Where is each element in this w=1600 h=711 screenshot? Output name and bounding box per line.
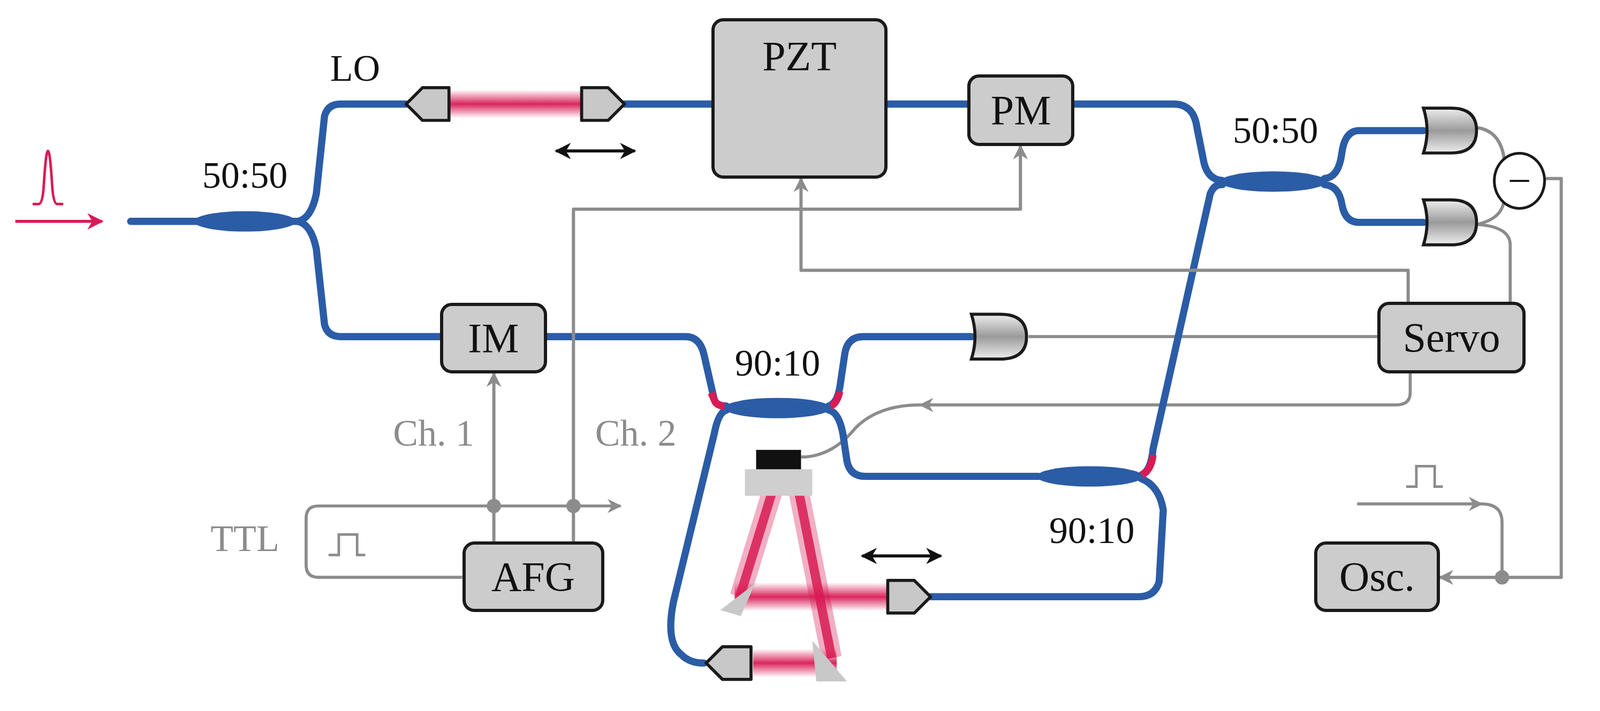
- optical-fibre: [828, 336, 972, 407]
- collimator: [581, 87, 625, 121]
- modulator-box: IM: [440, 302, 548, 374]
- ttl-pulse-symbol: [1406, 466, 1444, 487]
- optical-fibre: [1324, 130, 1424, 179]
- photodetector: [971, 314, 1027, 360]
- box-label: Osc.: [1339, 556, 1415, 598]
- channel-label: Ch. 2: [592, 413, 680, 454]
- translation-arrow: [862, 554, 942, 558]
- signal-wire: [1481, 504, 1503, 578]
- modulator-box: PM: [967, 74, 1075, 146]
- signal-wire: [1476, 224, 1511, 302]
- part-label: 50:50: [199, 155, 291, 196]
- signal-connector: [1439, 178, 1562, 578]
- signal-wire: [1356, 502, 1482, 506]
- box-label: IM: [467, 317, 519, 360]
- mirror: [756, 450, 802, 470]
- laser-beam: [798, 487, 832, 658]
- optical-fibre: [1324, 184, 1424, 223]
- optical-fibre: [298, 103, 407, 222]
- collimator: [406, 87, 450, 121]
- optical-fibre: [130, 103, 1424, 664]
- fibre-coupler: [1036, 466, 1143, 487]
- input-pulse: [15, 150, 103, 222]
- part-label: 90:10: [731, 343, 824, 384]
- oscilloscope-box: Osc.: [1314, 541, 1440, 613]
- signal-connector: [573, 146, 1021, 543]
- translation-arrow: [556, 150, 942, 557]
- signal-wire: [1476, 200, 1504, 225]
- laser-beam: [739, 487, 774, 597]
- signal-wire: [306, 127, 1511, 578]
- coupler-tint: [711, 392, 725, 407]
- ttl-pulse-symbol: [328, 534, 366, 556]
- collimator: [706, 647, 752, 680]
- fibre-coupler: [1220, 171, 1327, 192]
- optical-fibre: [930, 478, 1164, 597]
- part-label: 50:50: [1229, 110, 1322, 151]
- signal-connector: [800, 178, 1408, 303]
- channel-label: Ch. 1: [389, 413, 478, 454]
- subtractor-circle: −: [1492, 152, 1546, 210]
- mirror: [812, 640, 847, 682]
- input-pulse: [32, 150, 64, 204]
- translation-arrow: [556, 149, 635, 153]
- part-label: TTL: [207, 519, 283, 559]
- collimator: [887, 580, 931, 614]
- servo-box: Servo: [1377, 301, 1526, 374]
- input-pulse: [15, 220, 103, 224]
- signal-wire: [1028, 335, 1378, 339]
- signal-wire: [1476, 127, 1504, 158]
- signal-connector: [492, 373, 496, 543]
- pzt-box: PZT: [711, 18, 889, 179]
- box-label: AFG: [491, 556, 575, 598]
- optical-fibre: [828, 410, 1040, 477]
- laser-beam: [739, 487, 774, 597]
- optical-fibre: [1140, 184, 1223, 476]
- laser-beam: [798, 487, 832, 658]
- coupler-tint: [830, 391, 840, 407]
- optical-fibre: [1074, 103, 1223, 181]
- part-label: LO: [327, 48, 384, 89]
- laser-beam: [449, 89, 585, 119]
- mirror: [745, 469, 813, 497]
- generator-box: AFG: [462, 541, 605, 613]
- box-label: Servo: [1403, 316, 1501, 359]
- fibre-coupler: [193, 171, 1327, 487]
- part-label: 90:10: [1045, 511, 1138, 551]
- photodetector: [1423, 200, 1477, 246]
- photodetector: [1423, 108, 1477, 154]
- signal-wire: [1476, 127, 1504, 158]
- box-label: PZT: [762, 35, 837, 78]
- box-label: −: [1507, 160, 1531, 202]
- optical-fibre: [298, 221, 441, 337]
- fibre-coupler: [724, 398, 831, 419]
- coupler-tint: [711, 391, 1154, 476]
- coupler-tint: [1140, 455, 1154, 476]
- box-label: PM: [990, 89, 1052, 132]
- mirror: [720, 584, 756, 617]
- fibre-coupler: [193, 211, 297, 232]
